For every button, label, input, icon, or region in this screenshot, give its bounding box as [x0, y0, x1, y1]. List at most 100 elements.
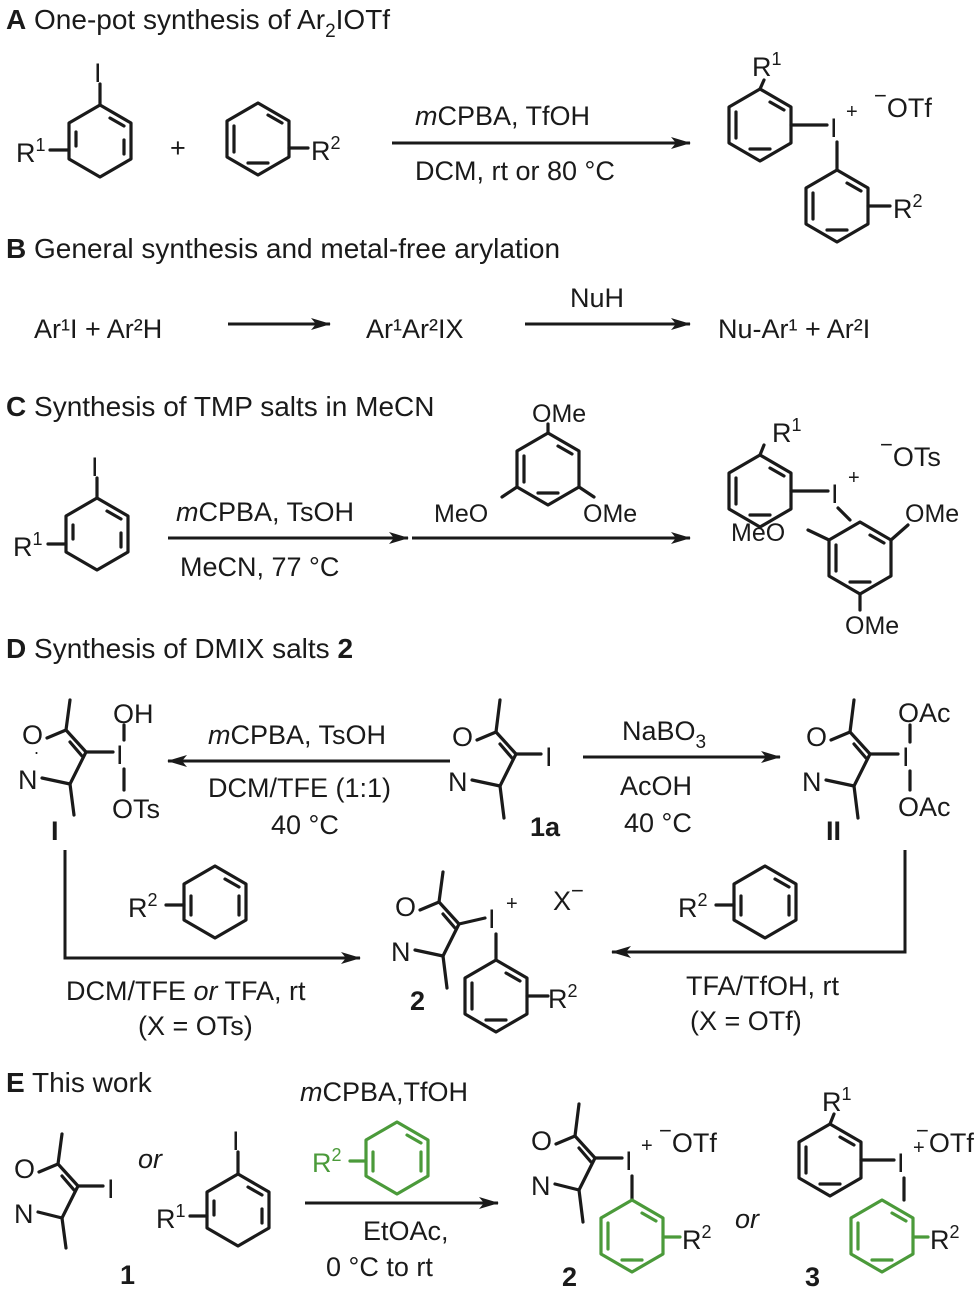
r2-product-a: R2: [893, 191, 923, 224]
cond-d-right-mid: AcOH: [620, 771, 692, 801]
iodoarene-e: I R1: [156, 1126, 271, 1248]
label-II: II: [826, 816, 841, 846]
cond-d-left-bot: 40 °C: [271, 810, 339, 840]
iodine-c: I: [91, 452, 99, 482]
panel-b-header: B General synthesis and metal-free aryla…: [6, 233, 560, 264]
arene-r2-right: R2: [678, 864, 798, 940]
b-products: Nu-Ar¹ + Ar²I: [718, 314, 870, 344]
panel-a: A One-pot synthesis of Ar2IOTf I R1 + R2…: [6, 4, 932, 244]
cond-d-left-top: mCPBA, TsOH: [208, 720, 386, 750]
counterion-c: −OTs: [880, 432, 941, 472]
iodine-atom: I: [94, 58, 102, 88]
cond-d-left-mid: DCM/TFE (1:1): [208, 773, 391, 803]
svg-text:+: +: [641, 1135, 653, 1157]
svg-text:R2: R2: [548, 981, 578, 1014]
svg-text:R2: R2: [930, 1222, 960, 1255]
label-2-d: 2: [410, 986, 425, 1016]
counterion-a: −OTf: [874, 83, 932, 123]
counterion-e3: −OTf: [916, 1118, 974, 1158]
ome-ortho-right: OMe: [905, 500, 959, 528]
svg-text:I: I: [545, 742, 553, 772]
svg-text:I: I: [116, 740, 124, 770]
panel-a-header: A One-pot synthesis of Ar2IOTf: [6, 4, 390, 42]
cond-a-top: mCPBA, TfOH: [415, 101, 590, 131]
label-1a: 1a: [530, 812, 561, 842]
svg-text:N: N: [802, 767, 822, 797]
svg-text:O: O: [22, 720, 43, 750]
svg-text:R2: R2: [678, 890, 708, 923]
svg-text:+: +: [506, 893, 518, 915]
plus-sign: +: [170, 133, 186, 163]
r1-c: R1: [13, 529, 43, 562]
ome-para: OMe: [845, 612, 899, 640]
product-3: R1 I + R2 −OTf 3: [797, 1084, 974, 1292]
b-reactants: Ar¹I + Ar²H: [34, 314, 162, 344]
arene: R2: [225, 101, 341, 177]
iodonium-a: I: [830, 113, 838, 143]
cond-d-bottom-right: TFA/TfOH, rt: [686, 971, 839, 1001]
svg-text:R2: R2: [312, 1145, 342, 1178]
svg-text:R2: R2: [128, 890, 158, 923]
svg-text:+: +: [913, 1137, 925, 1159]
x-otf: (X = OTf): [690, 1006, 802, 1036]
svg-text:OAc: OAc: [898, 792, 951, 822]
svg-text:N: N: [14, 1199, 34, 1229]
ome-top: OMe: [532, 400, 586, 428]
tmp-salt-product: R1 I + OMe MeO OMe −OTs: [727, 415, 959, 640]
svg-text:OAc: OAc: [898, 698, 951, 728]
panel-d: D Synthesis of DMIX salts 2 O N . I OH O…: [6, 633, 951, 1041]
panel-e-header: E This work: [6, 1067, 153, 1098]
svg-text:.: .: [34, 738, 39, 758]
arrow-d-bottom-right: [611, 850, 907, 958]
svg-text:OTs: OTs: [112, 794, 160, 824]
dmix-salt-2: O N I + R2 X− 2: [391, 870, 584, 1034]
or-e-2: or: [735, 1204, 760, 1234]
panel-c-header: C Synthesis of TMP salts in MeCN: [6, 391, 434, 422]
compound-I: O N . I OH OTs I: [18, 698, 160, 846]
panel-d-header: D Synthesis of DMIX salts 2: [6, 633, 353, 664]
cond-e-bottom-1: EtOAc,: [363, 1216, 449, 1246]
svg-text:O: O: [452, 722, 473, 752]
svg-text:OH: OH: [113, 699, 154, 729]
svg-text:O: O: [531, 1126, 552, 1156]
r1-tmp: R1: [772, 415, 802, 448]
product-2-e: O N I + R2 −OTf 2: [531, 1102, 717, 1292]
iodoarene: I R1: [16, 58, 133, 179]
b-reagent: NuH: [570, 283, 624, 313]
svg-text:I: I: [897, 1148, 905, 1178]
cond-d-bottom-left: DCM/TFE or TFA, rt: [66, 976, 306, 1006]
or-e-1: or: [138, 1144, 163, 1174]
cond-a-bottom: DCM, rt or 80 °C: [415, 156, 615, 186]
svg-text:O: O: [806, 722, 827, 752]
counterion-e2: −OTf: [659, 1118, 717, 1158]
svg-text:N: N: [391, 937, 411, 967]
cond-d-right-top: NaBO3: [622, 716, 706, 753]
b-intermediate: Ar¹Ar²IX: [366, 314, 464, 344]
cond-e-bottom-2: 0 °C to rt: [326, 1252, 433, 1282]
cond-d-right-bot: 40 °C: [624, 808, 692, 838]
compound-1: O N I 1: [14, 1132, 135, 1290]
plus-charge-a: +: [846, 101, 858, 123]
svg-text:N: N: [18, 765, 38, 795]
meo-ortho-left: MeO: [731, 519, 785, 547]
plus-charge-c: +: [848, 467, 860, 489]
panel-b: B General synthesis and metal-free aryla…: [6, 233, 870, 344]
x-ots: (X = OTs): [138, 1011, 253, 1041]
cond-c-bottom: MeCN, 77 °C: [180, 552, 339, 582]
svg-text:I: I: [232, 1126, 240, 1156]
svg-text:I: I: [625, 1146, 633, 1176]
svg-text:R1: R1: [822, 1084, 852, 1117]
iodonium-c: I: [831, 479, 839, 509]
label-2-e: 2: [562, 1262, 577, 1292]
arene-r2-left: R2: [128, 864, 248, 940]
svg-text:N: N: [448, 767, 468, 797]
svg-text:N: N: [531, 1171, 551, 1201]
svg-text:I: I: [902, 742, 910, 772]
green-arene-reagent: R2: [312, 1120, 430, 1196]
cond-c-top: mCPBA, TsOH: [176, 497, 354, 527]
r1-substituent: R1: [16, 135, 46, 168]
label-I: I: [51, 816, 59, 846]
r2-substituent: R2: [311, 133, 341, 166]
trimethoxybenzene: OMe MeO OMe: [434, 400, 637, 528]
